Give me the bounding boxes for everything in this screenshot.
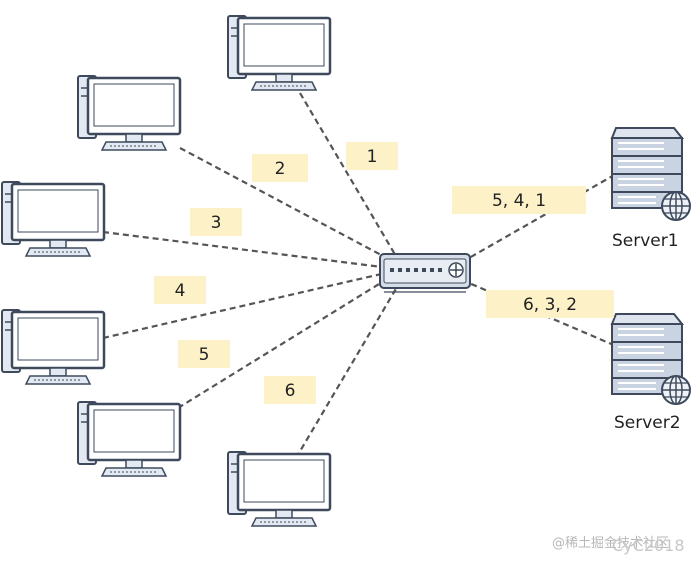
server-1-name: Server1: [612, 231, 679, 251]
link-client-6: [295, 281, 401, 459]
client-computer-2-icon: [76, 74, 182, 152]
server-link-label-2: 6, 3, 2: [486, 290, 614, 318]
client-label-1-text: 1: [367, 147, 378, 167]
server-link-label-2-text: 6, 3, 2: [523, 295, 577, 315]
watermark-site: @稀土掘金技术社区: [552, 535, 669, 551]
client-computer-3-icon: [0, 180, 106, 258]
client-label-1: 1: [346, 142, 398, 170]
client-computer-5-icon: [76, 400, 182, 478]
server-link-label-1-text: 5, 4, 1: [492, 191, 546, 211]
client-label-5-text: 5: [199, 345, 210, 365]
server-2: Server2: [611, 313, 691, 433]
watermark-author: CyC2018: [612, 536, 685, 555]
client-computer-4-icon: [0, 308, 106, 386]
client-label-4: 4: [154, 276, 206, 304]
client-label-3-text: 3: [211, 213, 222, 233]
client-label-2-text: 2: [275, 159, 286, 179]
client-label-5: 5: [178, 340, 230, 368]
globe-1-icon: [661, 191, 691, 221]
client-label-3: 3: [190, 208, 242, 236]
link-client-1: [299, 92, 401, 264]
network-switch-icon: [379, 253, 471, 293]
client-computer-6-icon: [226, 450, 332, 528]
link-client-4: [102, 270, 391, 340]
server-link-label-1: 5, 4, 1: [452, 186, 586, 214]
client-computer-1-icon: [226, 14, 332, 92]
client-label-4-text: 4: [175, 281, 186, 301]
server-1: Server1: [611, 127, 691, 251]
server-2-name: Server2: [614, 413, 681, 433]
globe-2-icon: [661, 375, 691, 405]
client-label-6-text: 6: [285, 381, 296, 401]
link-client-5: [177, 275, 393, 409]
link-client-3: [102, 230, 391, 270]
watermark: @稀土掘金技术社区 CyC2018: [552, 535, 685, 555]
client-label-2: 2: [252, 154, 308, 182]
client-label-6: 6: [264, 376, 316, 404]
link-client-2: [179, 147, 401, 266]
